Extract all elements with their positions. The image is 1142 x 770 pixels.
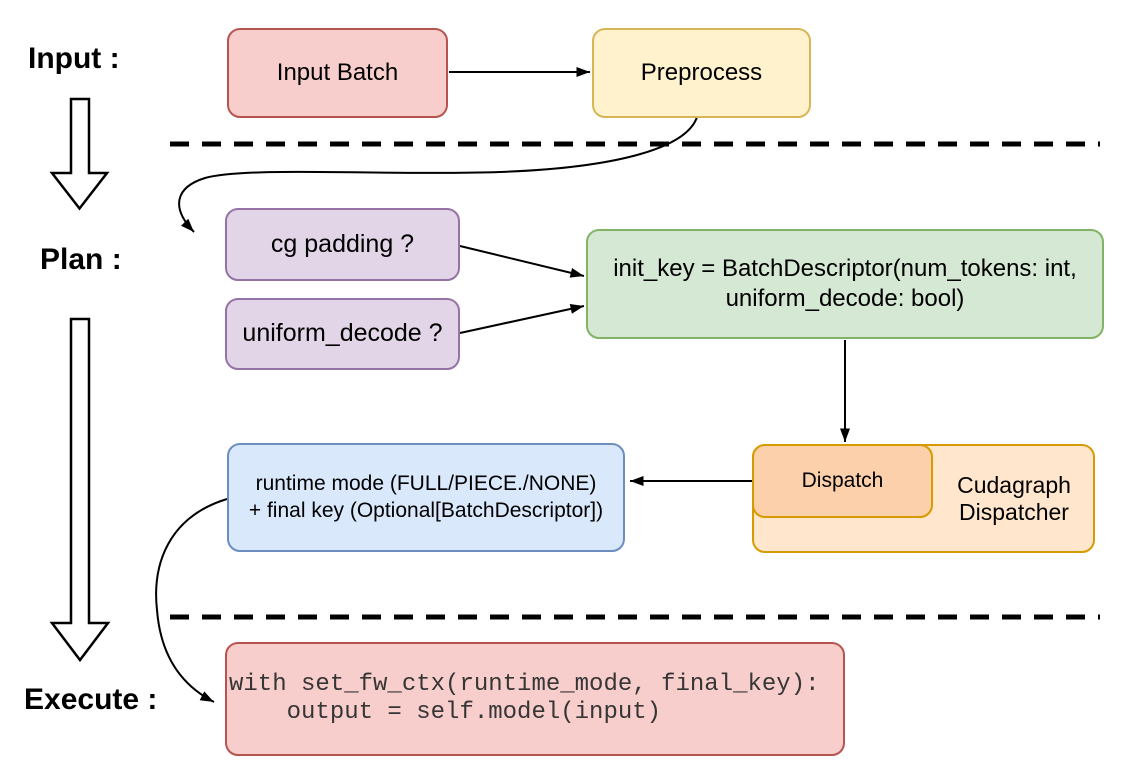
- stage-arrow-input-to-plan-icon: [49, 97, 110, 211]
- node-dispatch: Dispatch: [752, 444, 933, 518]
- node-init-key-line2: uniform_decode: bool): [725, 285, 965, 312]
- cudagraph-label-line1: Cudagraph: [957, 471, 1071, 498]
- arrow-uniform-decode-to-init-key: [459, 303, 585, 334]
- node-uniform-decode: uniform_decode ?: [225, 298, 460, 370]
- arrow-preprocess-to-cg-padding: [178, 116, 698, 233]
- node-cudagraph-dispatcher-label: Cudagraph Dispatcher: [933, 444, 1095, 553]
- node-runtime-mode-line1: runtime mode (FULL/PIECE./NONE): [255, 472, 597, 496]
- node-input-batch-label: Input Batch: [276, 59, 399, 86]
- stage-label-plan: Plan :: [40, 243, 122, 276]
- stage-label-execute: Execute :: [24, 683, 158, 716]
- node-init-key: init_key = BatchDescriptor(num_tokens: i…: [586, 229, 1104, 339]
- node-execute-code: with set_fw_ctx(runtime_mode, final_key)…: [225, 642, 845, 756]
- node-preprocess-label: Preprocess: [640, 59, 763, 86]
- cudagraph-label-line2: Dispatcher: [959, 498, 1069, 525]
- stage-arrow-plan-to-execute-icon: [49, 317, 111, 663]
- node-runtime-mode: runtime mode (FULL/PIECE./NONE) + final …: [227, 443, 625, 552]
- execute-code-line2: output = self.model(input): [229, 699, 662, 726]
- stage-label-input: Input :: [28, 42, 120, 75]
- node-preprocess: Preprocess: [592, 28, 811, 118]
- arrow-runtime-mode-to-execute-code: [155, 498, 228, 703]
- node-init-key-line1: init_key = BatchDescriptor(num_tokens: i…: [613, 255, 1077, 282]
- node-runtime-mode-line2: + final key (Optional[BatchDescriptor]): [248, 498, 604, 522]
- arrow-cg-padding-to-init-key: [459, 245, 585, 278]
- execute-code-line1: with set_fw_ctx(runtime_mode, final_key)…: [229, 671, 820, 698]
- node-input-batch: Input Batch: [227, 28, 448, 118]
- node-uniform-decode-label: uniform_decode ?: [242, 319, 443, 348]
- node-cg-padding: cg padding ?: [225, 208, 460, 281]
- node-cg-padding-label: cg padding ?: [270, 229, 415, 258]
- node-dispatch-label: Dispatch: [801, 468, 884, 492]
